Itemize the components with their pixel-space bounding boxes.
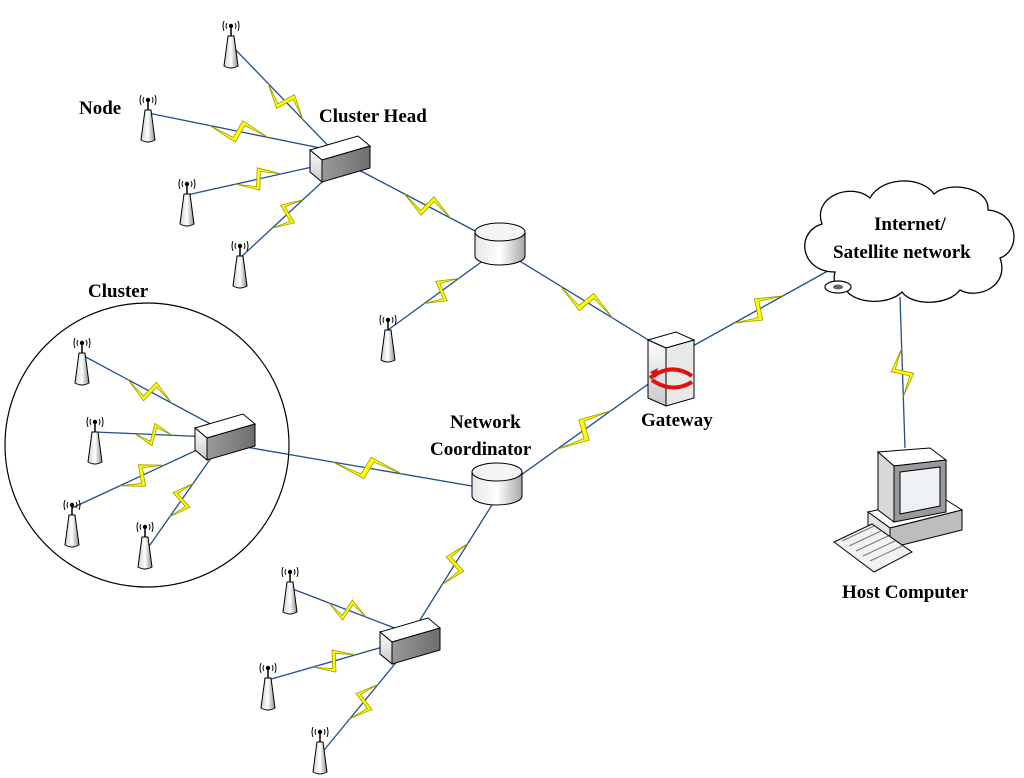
sensor-node-icon [259, 662, 277, 711]
lightning-icon [328, 599, 367, 621]
node-label: Node [79, 98, 121, 119]
wireless-link [499, 369, 669, 491]
lightning-icon [332, 456, 403, 480]
wireless-link [71, 442, 213, 509]
wireless-link [681, 266, 836, 353]
wireless-link [289, 587, 406, 633]
cluster-head-label: Cluster Head [319, 106, 427, 127]
sensor-node-icon [86, 416, 104, 465]
lightning-icon [267, 83, 304, 120]
network-coordinator-label-line1: Network [450, 412, 521, 433]
host-computer-icon [833, 447, 964, 573]
devices-layer [63, 20, 1015, 775]
sensor-node-icon [231, 240, 249, 289]
internet-label-line2: Satellite network [833, 242, 971, 263]
lightning-icon [235, 167, 282, 191]
sensor-node-icon [379, 314, 397, 363]
wireless-link [890, 296, 915, 449]
wireless-link [144, 447, 219, 553]
wireless-link [94, 422, 213, 447]
cluster-head-icon [308, 135, 372, 184]
lightning-icon [312, 649, 356, 673]
lightning-icon [556, 410, 612, 450]
lightning-icon [424, 278, 459, 304]
wireless-link [414, 499, 496, 629]
sensor-node-icon [139, 94, 157, 143]
sensor-node-icon [73, 337, 91, 386]
network-coordinator-label-line2: Coordinator [430, 439, 532, 460]
wireless-link [239, 169, 336, 259]
network-coordinator-icon [471, 462, 523, 506]
router-icon [474, 222, 526, 266]
gateway-label: Gateway [641, 410, 713, 431]
wireless-link [147, 112, 331, 151]
cluster-boundary [4, 302, 290, 588]
wireless-link [239, 445, 496, 491]
wireless-link [267, 641, 401, 681]
sensor-node-icon [63, 499, 81, 548]
lightning-icon [441, 543, 469, 585]
wireless-link [81, 354, 219, 429]
sensor-node-icon [136, 521, 154, 570]
lightning-icon [733, 295, 784, 324]
lightning-icon [272, 199, 303, 229]
lightning-icon [209, 120, 269, 143]
cloud-icon [804, 180, 1015, 303]
wireless-link [230, 44, 341, 159]
cluster-label: Cluster [88, 281, 149, 302]
wireless-link [387, 251, 496, 331]
lightning-icon [890, 348, 915, 397]
wireless-link [186, 162, 331, 196]
cluster-head-icon [193, 413, 257, 462]
cluster-head-icon [378, 617, 442, 666]
gateway-server-icon [646, 331, 696, 407]
sensor-node-icon [311, 726, 329, 775]
lightning-icon [349, 684, 379, 719]
links-layer [71, 44, 915, 756]
lightning-icon [134, 422, 173, 447]
host-computer-label: Host Computer [842, 582, 969, 603]
lightning-icon [169, 483, 194, 517]
sensor-node-icon [281, 566, 299, 615]
internet-label-line1: Internet/ [874, 214, 946, 235]
sensor-node-icon [222, 20, 240, 69]
lightning-icon [119, 464, 165, 487]
lightning-icon [560, 285, 613, 319]
lightning-icon [127, 379, 173, 404]
lightning-icon [403, 193, 452, 219]
sensor-node-icon [178, 178, 196, 227]
wireless-link [319, 647, 409, 756]
wireless-link [504, 251, 669, 353]
